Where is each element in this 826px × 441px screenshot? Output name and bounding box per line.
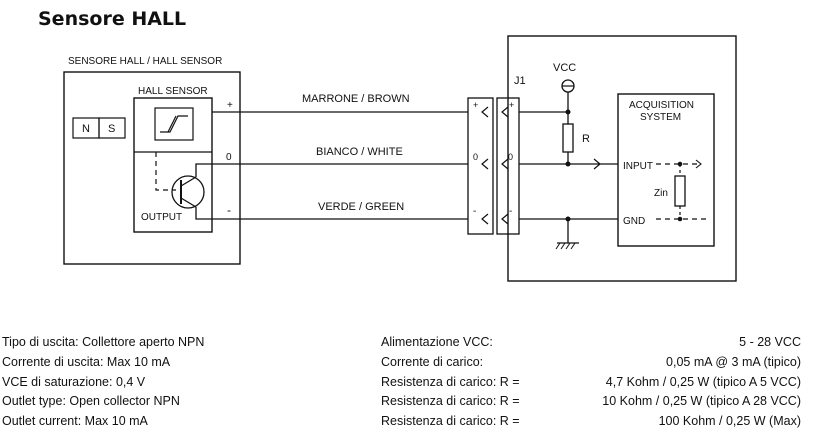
sensor-enclosure bbox=[63, 71, 241, 265]
junction-dot bbox=[677, 161, 683, 167]
spec-row: Resistenza di carico: R = 4,7 Kohm / 0,2… bbox=[381, 373, 801, 393]
connector-label: J1 bbox=[514, 75, 526, 87]
spec-row: Outlet type: Open collector NPN bbox=[2, 394, 180, 409]
connector-pin-plus-b: + bbox=[509, 100, 514, 110]
magnet-n-label: N bbox=[82, 123, 90, 135]
connector-chevron bbox=[501, 106, 509, 118]
resistor-label: R bbox=[582, 133, 590, 145]
specs-left: Tipo di uscita: Collettore aperto NPN Co… bbox=[2, 333, 332, 432]
wire-brown-label: MARRONE / BROWN bbox=[302, 93, 410, 105]
spec-row: Tipo di uscita: Collettore aperto NPN bbox=[2, 335, 205, 349]
spec-label: Resistenza di carico: R = bbox=[381, 394, 520, 409]
spec-row: Corrente di carico: 0,05 mA @ 3 mA (tipi… bbox=[381, 353, 801, 373]
connector-chevron bbox=[481, 213, 489, 225]
input-dashed-arrow bbox=[695, 159, 702, 169]
connector-pin-o-a: 0 bbox=[473, 152, 478, 162]
spec-value: 4,7 Kohm / 0,25 W (tipico A 5 VCC) bbox=[605, 374, 801, 389]
spec-value: 0,05 mA @ 3 mA (tipico) bbox=[666, 354, 801, 369]
magnet-s bbox=[98, 117, 126, 139]
specs-right: Alimentazione VCC: 5 - 28 VCC Corrente d… bbox=[381, 333, 801, 432]
ground-hatch bbox=[560, 242, 566, 250]
schmitt-symbol bbox=[160, 115, 188, 133]
collector-lead bbox=[195, 163, 212, 177]
schmitt-symbol-back bbox=[167, 115, 177, 133]
junction-dot bbox=[565, 109, 571, 115]
vcc-label: VCC bbox=[553, 62, 576, 74]
spec-row: Corrente di uscita: Max 10 mA bbox=[2, 354, 171, 369]
wire-green-label: VERDE / GREEN bbox=[318, 201, 404, 213]
junction-dot bbox=[677, 216, 683, 222]
hall-sensor-label: HALL SENSOR bbox=[138, 86, 208, 97]
zin-label: Zin bbox=[654, 188, 668, 199]
connector-chevron bbox=[501, 158, 509, 170]
magnet-s-label: S bbox=[108, 123, 115, 135]
spec-row: Resistenza di carico: R = 10 Kohm / 0,25… bbox=[381, 392, 801, 412]
spec-label: Resistenza di carico: R = bbox=[381, 414, 520, 429]
spec-row: VCE di saturazione: 0,4 V bbox=[2, 374, 146, 389]
spec-label: Alimentazione VCC: bbox=[381, 335, 493, 349]
spec-value: 5 - 28 VCC bbox=[739, 335, 801, 349]
ground-hatch bbox=[570, 242, 576, 250]
output-label: OUTPUT bbox=[141, 212, 182, 223]
transistor-collector bbox=[180, 176, 197, 187]
pull-up-resistor bbox=[562, 123, 574, 153]
connector-socket bbox=[496, 97, 520, 235]
npn-transistor bbox=[171, 175, 205, 209]
hall-sensor-box bbox=[133, 97, 213, 233]
gnd-label: GND bbox=[623, 216, 645, 227]
acquisition-label-1: ACQUISITION bbox=[629, 100, 694, 111]
emitter-lead bbox=[195, 207, 212, 220]
connector-pin-plus-a: + bbox=[473, 100, 478, 110]
connector-pin-minus-a: - bbox=[473, 206, 476, 217]
acquisition-system-box bbox=[617, 93, 715, 247]
input-label: INPUT bbox=[623, 161, 653, 172]
wire-white-label: BIANCO / WHITE bbox=[316, 146, 403, 158]
wiring-diagram: SENSORE HALL / HALL SENSOR N S HALL SENS… bbox=[63, 35, 737, 282]
acquisition-label-2: SYSTEM bbox=[640, 112, 681, 123]
control-dashed-line bbox=[155, 152, 176, 191]
ground-hatch bbox=[565, 242, 571, 250]
input-arrow bbox=[593, 158, 601, 170]
input-impedance-resistor bbox=[674, 175, 686, 207]
junction-dot bbox=[565, 161, 571, 167]
connector-chevron bbox=[501, 213, 509, 225]
connector-pin-minus-b: - bbox=[509, 206, 512, 217]
pin-output: 0 bbox=[226, 152, 232, 163]
connector-pin-o-b: 0 bbox=[508, 152, 513, 162]
ground-hatch bbox=[555, 242, 561, 250]
spec-label: Corrente di carico: bbox=[381, 354, 484, 369]
spec-label: Resistenza di carico: R = bbox=[381, 374, 520, 389]
spec-row: Resistenza di carico: R = 100 Kohm / 0,2… bbox=[381, 412, 801, 432]
sensor-enclosure-label: SENSORE HALL / HALL SENSOR bbox=[68, 56, 222, 67]
schmitt-symbol-box bbox=[154, 107, 194, 141]
connector-chevron bbox=[481, 106, 489, 118]
page-title: Sensore HALL bbox=[38, 8, 187, 30]
connector-plug bbox=[467, 97, 494, 235]
pin-minus: - bbox=[227, 203, 231, 217]
pin-plus: + bbox=[227, 100, 233, 111]
spec-value: 100 Kohm / 0,25 W (Max) bbox=[658, 414, 801, 429]
spec-value: 10 Kohm / 0,25 W (tipico A 28 VCC) bbox=[602, 394, 801, 409]
spec-row: Alimentazione VCC: 5 - 28 VCC bbox=[381, 333, 801, 353]
connector-chevron bbox=[481, 158, 489, 170]
transistor-emitter bbox=[180, 197, 197, 208]
spec-row: Outlet current: Max 10 mA bbox=[2, 414, 148, 429]
acquisition-enclosure bbox=[507, 35, 737, 282]
